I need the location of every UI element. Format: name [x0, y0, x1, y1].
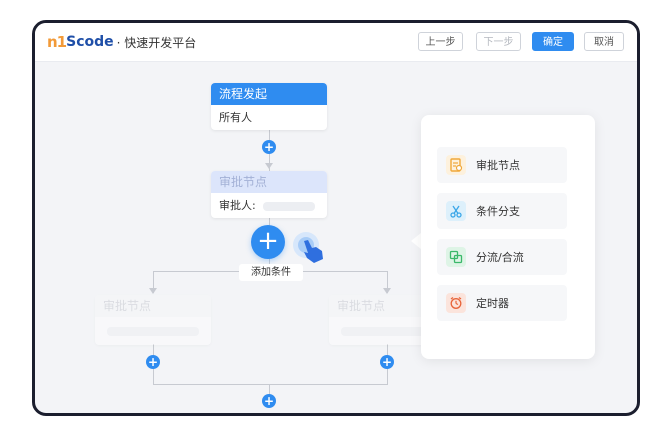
connector-arrow: [383, 288, 391, 294]
add-node-plus-icon[interactable]: +: [146, 355, 160, 369]
add-node-plus-icon[interactable]: +: [251, 225, 285, 259]
approval-doc-icon: [446, 155, 466, 175]
branch-line: [387, 271, 388, 293]
connector-arrow: [149, 288, 157, 294]
node-title: 审批节点: [329, 295, 445, 317]
confirm-button[interactable]: 确定: [532, 32, 574, 51]
menu-item-label: 审批节点: [476, 159, 520, 172]
pointer-hand-icon: [293, 232, 323, 263]
menu-item-timer[interactable]: 定时器: [437, 285, 567, 321]
app-window: n1 Scode · 快速开发平台 上一步 下一步 确定 取消 流程发起 所有人…: [32, 20, 640, 416]
prev-step-button[interactable]: 上一步: [418, 32, 463, 51]
node-title: 流程发起: [211, 83, 327, 105]
alarm-clock-icon: [446, 293, 466, 313]
node-content: 所有人: [219, 111, 252, 124]
merge-line: [153, 384, 388, 385]
menu-caret: [411, 233, 421, 249]
menu-item-label: 定时器: [476, 297, 509, 310]
add-node-plus-icon[interactable]: +: [262, 140, 276, 154]
node-type-menu: 审批节点 条件分支 分流/合流 定时器: [421, 115, 595, 359]
add-node-plus-icon[interactable]: +: [380, 355, 394, 369]
scissors-icon: [446, 201, 466, 221]
node-content: 审批人:: [211, 193, 327, 218]
approval-node[interactable]: 审批节点 审批人:: [211, 171, 327, 218]
top-bar: n1 Scode · 快速开发平台 上一步 下一步 确定 取消: [35, 23, 637, 62]
approver-placeholder: [263, 201, 316, 211]
next-step-button[interactable]: 下一步: [476, 32, 521, 51]
approver-label: 审批人:: [219, 199, 256, 212]
branch-line: [153, 271, 154, 293]
menu-item-label: 条件分支: [476, 205, 520, 218]
menu-item-label: 分流/合流: [476, 251, 524, 264]
start-node[interactable]: 流程发起 所有人: [211, 83, 327, 130]
menu-item-approval-node[interactable]: 审批节点: [437, 147, 567, 183]
logo: n1 Scode · 快速开发平台: [47, 33, 196, 51]
logo-subtitle: · 快速开发平台: [116, 35, 197, 50]
node-placeholder: [341, 327, 433, 336]
cancel-button[interactable]: 取消: [584, 32, 624, 51]
merge-icon: [446, 247, 466, 267]
menu-item-condition-branch[interactable]: 条件分支: [437, 193, 567, 229]
add-node-plus-icon[interactable]: +: [262, 394, 276, 408]
menu-item-split-merge[interactable]: 分流/合流: [437, 239, 567, 275]
node-placeholder: [107, 327, 199, 336]
node-title: 审批节点: [211, 171, 327, 193]
add-condition-label[interactable]: 添加条件: [239, 264, 303, 281]
connector-line: [269, 384, 270, 398]
logo-mark: n1: [47, 33, 67, 51]
connector-arrow: [265, 163, 273, 169]
node-title: 审批节点: [95, 295, 211, 317]
branch-approval-node-left[interactable]: 审批节点: [95, 295, 211, 345]
logo-word: Scode: [66, 34, 114, 50]
